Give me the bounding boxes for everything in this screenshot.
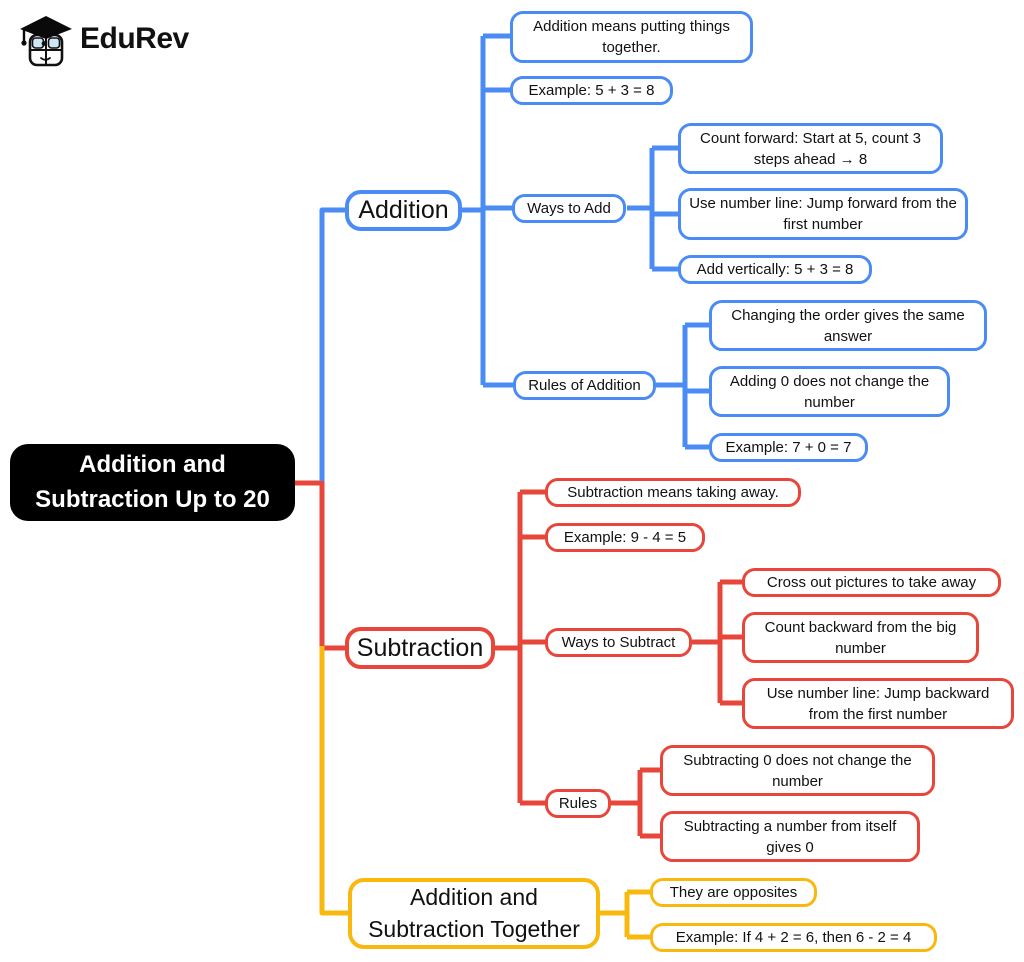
connector-ways-to-add bbox=[627, 145, 680, 272]
edurev-logo: EduRev bbox=[16, 8, 189, 70]
root-node: Addition and Subtraction Up to 20 bbox=[10, 444, 295, 521]
connector-root-to-together bbox=[319, 646, 350, 916]
edurev-brand-text: EduRev bbox=[80, 22, 189, 55]
node-subtracting-zero: Subtracting 0 does not change the number bbox=[660, 745, 935, 796]
node-together: Addition and Subtraction Together bbox=[348, 878, 600, 949]
node-count-forward: Count forward: Start at 5, count 3 steps… bbox=[678, 123, 943, 174]
node-addition: Addition bbox=[345, 190, 462, 231]
connector-subtraction-rules bbox=[610, 767, 662, 839]
node-subtraction: Subtraction bbox=[345, 627, 495, 669]
node-rules-of-addition: Rules of Addition bbox=[513, 371, 656, 400]
node-count-backward: Count backward from the big number bbox=[742, 612, 979, 663]
connector-root-to-addition bbox=[319, 207, 347, 485]
edurev-mascot-icon bbox=[20, 16, 72, 67]
node-subtraction-example: Example: 9 - 4 = 5 bbox=[545, 523, 705, 552]
connector-together-trunk bbox=[598, 889, 652, 940]
node-changing-order: Changing the order gives the same answer bbox=[709, 300, 987, 351]
node-subtracting-itself: Subtracting a number from itself gives 0 bbox=[660, 811, 920, 862]
connector-addition-trunk bbox=[460, 33, 514, 388]
node-number-line-forward: Use number line: Jump forward from the f… bbox=[678, 188, 968, 240]
node-cross-out: Cross out pictures to take away bbox=[742, 568, 1001, 597]
node-number-line-backward: Use number line: Jump backward from the … bbox=[742, 678, 1014, 729]
node-subtraction-rules: Rules bbox=[545, 789, 611, 818]
node-addition-example: Example: 5 + 3 = 8 bbox=[510, 76, 673, 105]
node-together-example: Example: If 4 + 2 = 6, then 6 - 2 = 4 bbox=[650, 923, 937, 952]
node-adding-zero: Adding 0 does not change the number bbox=[709, 366, 950, 417]
connector-root-to-subtraction bbox=[319, 481, 347, 651]
connector-subtraction-trunk bbox=[494, 489, 547, 806]
node-ways-to-subtract: Ways to Subtract bbox=[545, 628, 692, 657]
node-opposites: They are opposites bbox=[650, 878, 817, 907]
node-ways-to-add: Ways to Add bbox=[512, 194, 626, 223]
connector-rules-of-addition bbox=[656, 322, 710, 450]
node-subtraction-definition: Subtraction means taking away. bbox=[545, 478, 801, 507]
node-add-vertically: Add vertically: 5 + 3 = 8 bbox=[678, 255, 872, 284]
connector-ways-to-subtract bbox=[692, 579, 744, 706]
node-addition-definition: Addition means putting things together. bbox=[510, 11, 753, 63]
node-addition-rule-example: Example: 7 + 0 = 7 bbox=[709, 433, 868, 462]
